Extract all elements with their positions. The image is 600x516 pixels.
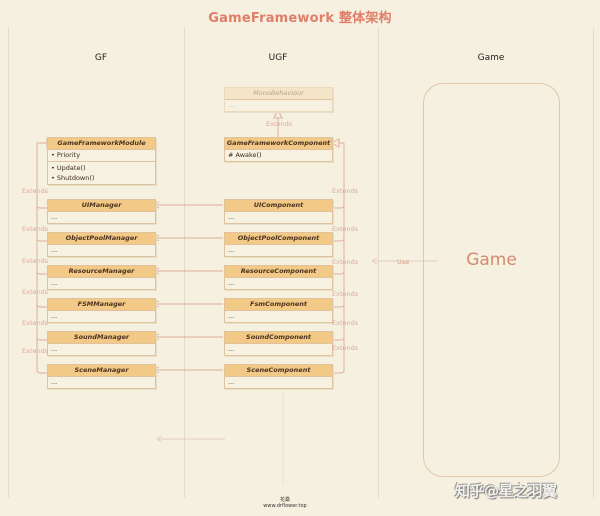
game-panel [423,83,560,477]
extends-label: Extends [332,225,359,233]
class-body: ... [228,279,235,287]
class-name: FSMManager [48,299,155,311]
class-body: ... [228,345,235,353]
class-methods: • Update() • Shutdown() [48,161,155,184]
class-body: ... [51,279,58,287]
footer-author: 花桑 [279,497,290,503]
extends-label: Extends [266,120,293,128]
class-uimanager: UIManager ... [47,199,156,224]
class-objectpoolmanager: ObjectPoolManager ... [47,232,156,257]
class-name: GameFrameworkModule [48,138,155,150]
class-body: ... [51,213,58,221]
class-fsmmanager: FSMManager ... [47,298,156,323]
game-label: Game [466,250,517,270]
class-name: ObjectPoolComponent [225,233,332,245]
class-uicomponent: UIComponent ... [224,199,333,224]
class-body: ... [51,312,58,320]
class-name: ResourceComponent [225,266,332,278]
class-name: GameFrameworkComponent [225,138,332,150]
class-name: SceneManager [48,365,155,377]
class-body: ... [228,312,235,320]
lane-divider [593,28,594,498]
class-body: ... [51,345,58,353]
lane-label-gf: GF [94,53,108,63]
class-scenecomponent: SceneComponent ... [224,364,333,389]
extends-label: Extends [332,187,359,195]
lane-label-game: Game [477,53,505,63]
class-body: ... [51,378,58,386]
class-monobehaviour: MonoBehaviour ... [224,87,333,112]
class-resourcecomponent: ResourceComponent ... [224,265,333,290]
class-fsmcomponent: FsmComponent ... [224,298,333,323]
class-gameframeworkcomponent: GameFrameworkComponent # Awake() [224,137,333,162]
method-update: • Update() [51,164,86,172]
class-body: ... [51,246,58,254]
class-soundmanager: SoundManager ... [47,331,156,356]
class-name: SoundComponent [225,332,332,344]
class-fields: • Priority [51,151,81,159]
class-name: MonoBehaviour [225,88,332,100]
extends-label: Extends [332,344,359,352]
extends-label: Extends [332,290,359,298]
class-name: SoundManager [48,332,155,344]
use-label: Use [397,258,410,266]
class-methods: # Awake() [228,151,262,159]
extends-label: Extends [22,187,49,195]
class-name: UIManager [48,200,155,212]
extends-label: Extends [22,257,49,265]
class-name: SceneComponent [225,365,332,377]
class-gameframeworkmodule: GameFrameworkModule • Priority • Update(… [47,137,156,185]
class-body: ... [228,378,235,386]
class-objectpoolcomponent: ObjectPoolComponent ... [224,232,333,257]
footer-credit: 花桑 www.drflower.top [240,497,330,509]
watermark: 知乎@星之羽翼 [455,482,557,500]
class-name: ResourceManager [48,266,155,278]
extends-label: Extends [22,288,49,296]
extends-label: Extends [22,347,49,355]
lane-divider [8,28,9,498]
lane-label-ugf: UGF [268,53,288,63]
diagram-title: GameFramework 整体架构 [208,11,392,26]
footer-url: www.drflower.top [263,503,307,509]
extends-label: Extends [22,319,49,327]
class-name: ObjectPoolManager [48,233,155,245]
class-name: FsmComponent [225,299,332,311]
extends-label: Extends [22,225,49,233]
class-soundcomponent: SoundComponent ... [224,331,333,356]
extends-label: Extends [332,319,359,327]
class-body: ... [228,246,235,254]
lane-divider [184,28,185,498]
lane-divider [378,28,379,498]
class-scenemanager: SceneManager ... [47,364,156,389]
class-body: ... [228,213,235,221]
method-shutdown: • Shutdown() [51,174,95,182]
class-resourcemanager: ResourceManager ... [47,265,156,290]
extends-label: Extends [332,258,359,266]
class-body: ... [228,101,235,109]
class-name: UIComponent [225,200,332,212]
